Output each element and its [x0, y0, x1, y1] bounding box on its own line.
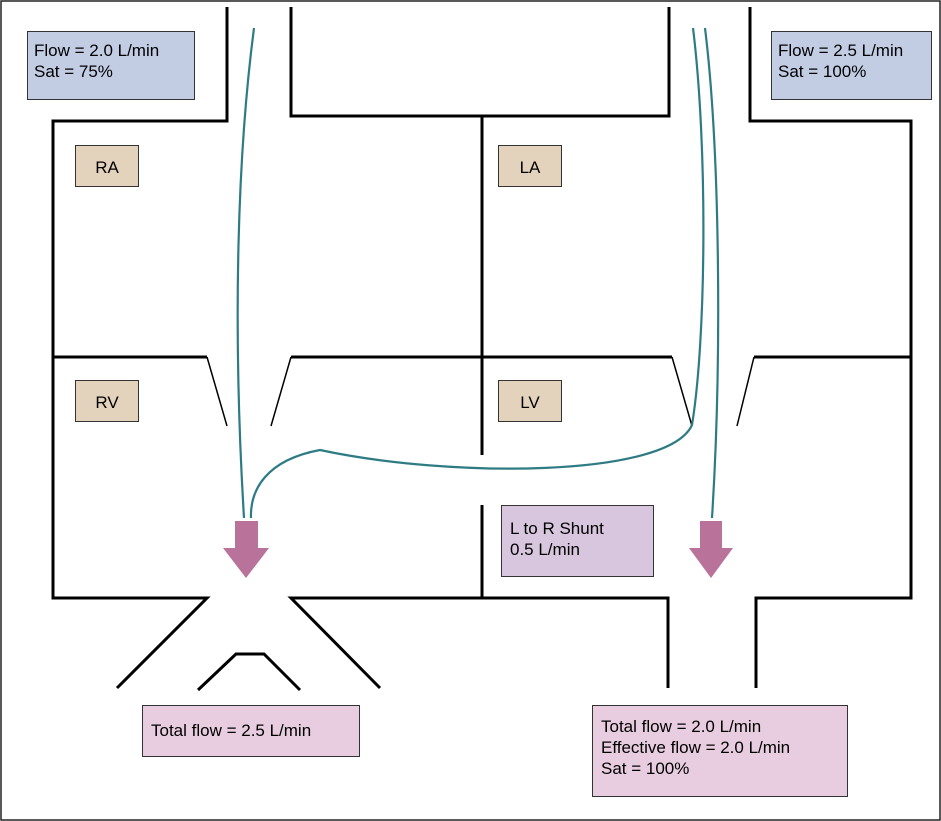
outflow-right-effective: Effective flow = 2.0 L/min: [601, 738, 791, 757]
inflow-right-flow: Flow = 2.5 L/min: [778, 41, 904, 60]
systemic-venous-inflow-box: Flow = 2.0 L/min Sat = 75%: [27, 31, 195, 100]
right-atrium-label: RA: [75, 145, 139, 187]
outflow-right-total: Total flow = 2.0 L/min: [601, 717, 762, 736]
mitral-leaflet-left: [671, 356, 693, 427]
flow-arrows: [223, 521, 733, 578]
outflow-right-sat: Sat = 100%: [601, 759, 690, 778]
mitral-leaflet-right: [736, 356, 755, 427]
great-vessel-walls: [287, 596, 670, 690]
right-ventricle-label: RV: [75, 380, 139, 422]
inflow-left-flow: Flow = 2.0 L/min: [34, 41, 160, 60]
valve-leaflets: [206, 356, 755, 427]
aortic-flow-arrow: [689, 521, 733, 578]
pulmonary-venous-inflow-box: Flow = 2.5 L/min Sat = 100%: [771, 31, 932, 100]
inflow-right-sat: Sat = 100%: [778, 62, 867, 81]
right-heart-outer-wall: [51, 7, 229, 690]
heart-walls: [51, 7, 913, 692]
shunt-info-box: L to R Shunt 0.5 L/min: [501, 505, 654, 577]
tricuspid-leaflet-right: [270, 356, 292, 427]
shunt-flow: 0.5 L/min: [510, 540, 580, 559]
left-atrium-label: LA: [498, 145, 562, 187]
atrial-roof-wall: [289, 7, 671, 118]
left-ventricle-label: LV: [498, 380, 562, 422]
pulmonary-venous-flow-line: [703, 27, 720, 519]
inflow-left-sat: Sat = 75%: [34, 62, 113, 81]
outflow-left-total: Total flow = 2.5 L/min: [151, 721, 312, 740]
shunt-title: L to R Shunt: [510, 519, 604, 538]
venous-flow-line: [236, 27, 256, 519]
shunt-flow-line: [249, 27, 705, 519]
pulmonary-flow-arrow: [223, 521, 269, 578]
tricuspid-leaflet-left: [206, 356, 228, 427]
pulmonary-outflow-box: Total flow = 2.5 L/min: [142, 705, 360, 757]
flow-lines: [236, 27, 720, 519]
left-heart-outer-wall: [748, 7, 913, 688]
aortic-outflow-box: Total flow = 2.0 L/min Effective flow = …: [592, 705, 848, 797]
pulmonary-bifurcation: [196, 652, 302, 692]
